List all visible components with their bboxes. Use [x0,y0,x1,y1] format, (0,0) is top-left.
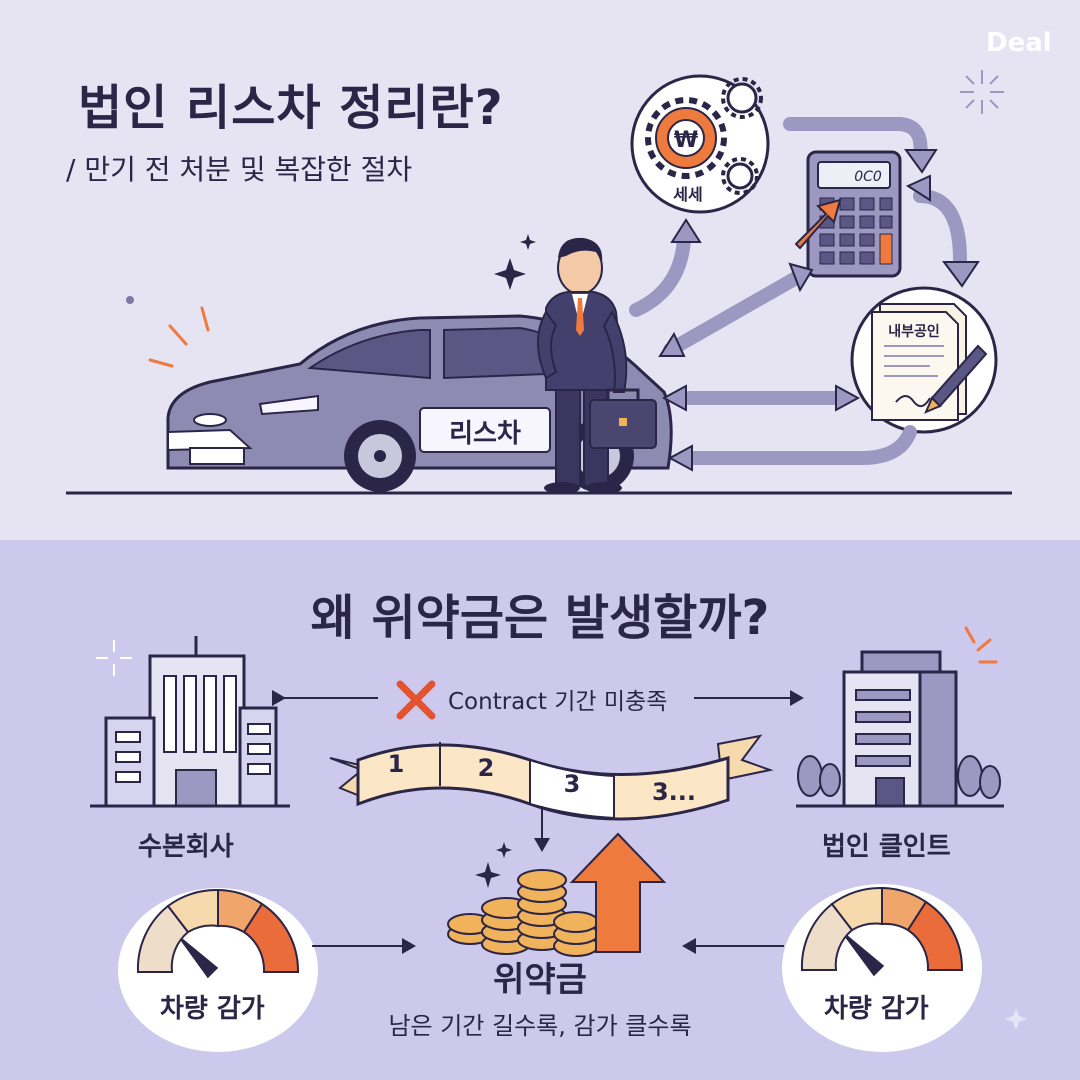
sparkle-icon [494,234,536,290]
pen-icon [924,344,988,414]
company-left-label: 수본회사 [138,832,234,862]
gear-icon [630,74,770,214]
company-right-label: 법인 클인트 [822,832,951,862]
dot-decoration [126,296,134,304]
sparkle-icon [960,70,1004,114]
coin-stack-icon [447,869,599,957]
timeline-ribbon [329,734,774,821]
gauge-icon [782,884,982,1052]
penalty-title: 위약금 [493,960,587,1000]
page-subtitle: / 만기 전 처분 및 복잡한 절차 [66,153,413,186]
timeline-step-2: 2 [478,754,495,782]
brand-logo: Deal [986,28,1052,58]
gauge-right-label: 차량 감가 [824,994,929,1024]
section-title: 왜 위약금은 발생할까? [310,590,770,646]
timeline-step-1: 1 [388,750,405,778]
car-door-label: 리스차 [449,419,521,449]
sparkle-icon [96,640,132,676]
building-icon [796,650,1004,808]
sparkle-icon [1005,1008,1027,1030]
briefcase-icon [589,388,657,449]
penalty-description: 남은 기간 길수록, 감가 클수록 [388,1012,692,1040]
building-icon [90,636,290,808]
calculator-icon [794,150,902,278]
calculator-display: 0C0 [854,169,882,185]
motion-lines [148,306,210,368]
gauge-left-label: 차량 감가 [160,994,265,1024]
motion-lines [964,626,998,664]
contract-text: Contract 기간 미충족 [448,689,668,715]
page-title: 법인 리스차 정리란? [78,80,504,136]
gauge-icon [118,888,318,1052]
currency-symbol: ₩ [674,128,698,153]
arrow-heads [658,149,980,472]
sparkle-icon [475,842,512,888]
tax-label: 세세 [673,185,702,204]
businessman [537,237,628,494]
increase-arrow-icon [569,832,667,953]
timeline-step-3: 3 [564,770,581,798]
timeline-step-4: 3... [652,778,696,806]
x-mark-icon [396,680,436,720]
document-label: 내부공인 [888,323,940,340]
